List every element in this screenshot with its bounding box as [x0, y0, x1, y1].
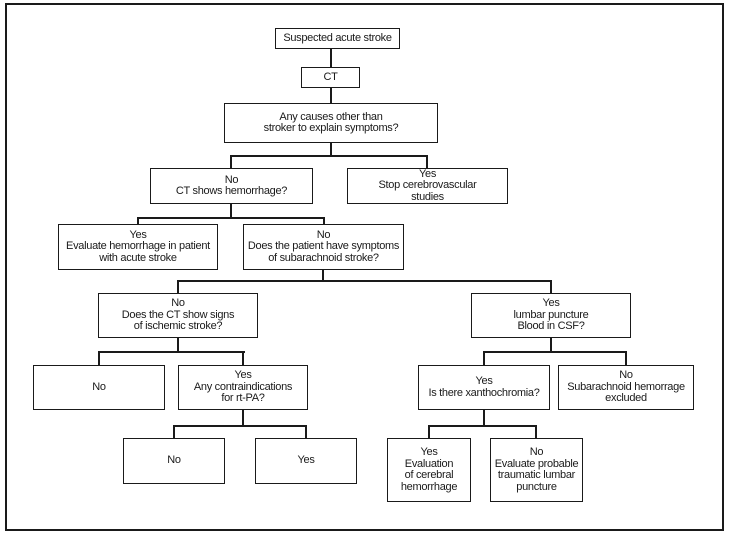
node-other-causes: Any causes other than stroker to explain… [224, 103, 438, 143]
outer-frame [5, 3, 724, 531]
connector-segment [625, 351, 627, 366]
connector-segment [483, 409, 485, 427]
connector-segment [323, 217, 325, 225]
node-xanthochromia: Yes Is there xanthochromia? [418, 365, 550, 410]
node-contraindications-yes: Yes [255, 438, 357, 484]
connector-segment [330, 87, 332, 104]
connector-segment [330, 142, 332, 157]
node-subarachnoid-excluded: No Subarachnoid hemorrage excluded [558, 365, 694, 410]
connector-segment [98, 351, 245, 353]
node-ischemic-signs: No Does the CT show signs of ischemic st… [98, 293, 258, 338]
connector-segment [137, 217, 325, 219]
connector-segment [230, 203, 232, 219]
connector-segment [173, 425, 307, 427]
connector-segment [428, 425, 537, 427]
connector-segment [483, 351, 485, 366]
node-ischemic-no: No [33, 365, 165, 410]
connector-segment [137, 217, 139, 225]
node-contraindications-no: No [123, 438, 225, 484]
connector-segment [428, 425, 430, 439]
connector-segment [177, 280, 179, 294]
connector-segment [242, 409, 244, 427]
connector-segment [98, 351, 100, 366]
node-subarachnoid-symptoms: No Does the patient have symptoms of sub… [243, 224, 404, 270]
node-evaluate-hemorrhage-acute-stroke: Yes Evaluate hemorrhage in patient with … [58, 224, 218, 270]
node-traumatic-lumbar-puncture: No Evaluate probable traumatic lumbar pu… [490, 438, 583, 502]
connector-segment [550, 337, 552, 353]
connector-segment [173, 425, 175, 439]
node-rtpa-contraindications: Yes Any contraindications for rt-PA? [178, 365, 308, 410]
node-ct-shows-hemorrhage: No CT shows hemorrhage? [150, 168, 313, 204]
connector-segment [426, 155, 428, 169]
connector-segment [483, 351, 627, 353]
node-ct: CT [301, 67, 360, 88]
node-cerebral-hemorrhage-evaluation: Yes Evaluation of cerebral hemorrhage [387, 438, 471, 502]
connector-segment [177, 337, 179, 353]
connector-segment [322, 269, 324, 282]
connector-segment [535, 425, 537, 439]
connector-segment [330, 48, 332, 68]
node-suspected-acute-stroke: Suspected acute stroke [275, 28, 400, 49]
node-lumbar-puncture-blood-csf: Yes lumbar puncture Blood in CSF? [471, 293, 631, 338]
connector-segment [230, 155, 232, 169]
connector-segment [230, 155, 428, 157]
connector-segment [242, 351, 244, 366]
connector-segment [177, 280, 552, 282]
node-stop-cerebrovascular-studies: Yes Stop cerebrovascular studies [347, 168, 508, 204]
connector-segment [305, 425, 307, 439]
connector-segment [550, 280, 552, 294]
